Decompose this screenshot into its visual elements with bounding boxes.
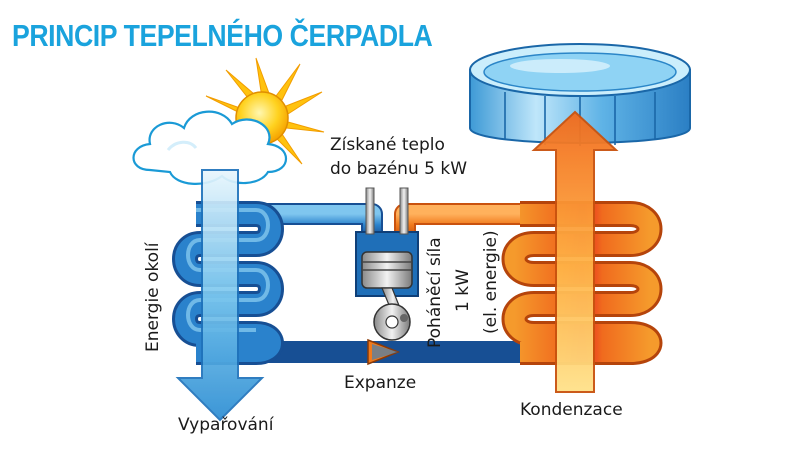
condensation-label: Kondenzace [520,400,623,420]
compressor-icon [355,187,419,341]
condenser-coil [501,201,663,365]
ambient-energy-label: Energie okolí [143,242,163,352]
expansion-label: Expanze [344,373,417,393]
drive-power-label-line3: (el. energie) [481,230,501,334]
heat-gain-label-line2: do bazénu 5 kW [330,159,468,179]
heat-gain-label-line1: Získané teplo [330,135,445,155]
expansion-valve-icon [367,338,401,366]
page-title: PRINCIP TEPELNÉHO ČERPADLA [12,18,433,53]
energy-flow-down-arrow [175,169,265,422]
heat-flow-up-arrow [531,110,619,393]
pool-icon [469,43,691,146]
drive-power-label-line1: Poháněcí síla [425,237,445,348]
drive-power-label-line2: 1 kW [453,269,473,312]
evaporation-label: Vypařování [178,415,274,435]
